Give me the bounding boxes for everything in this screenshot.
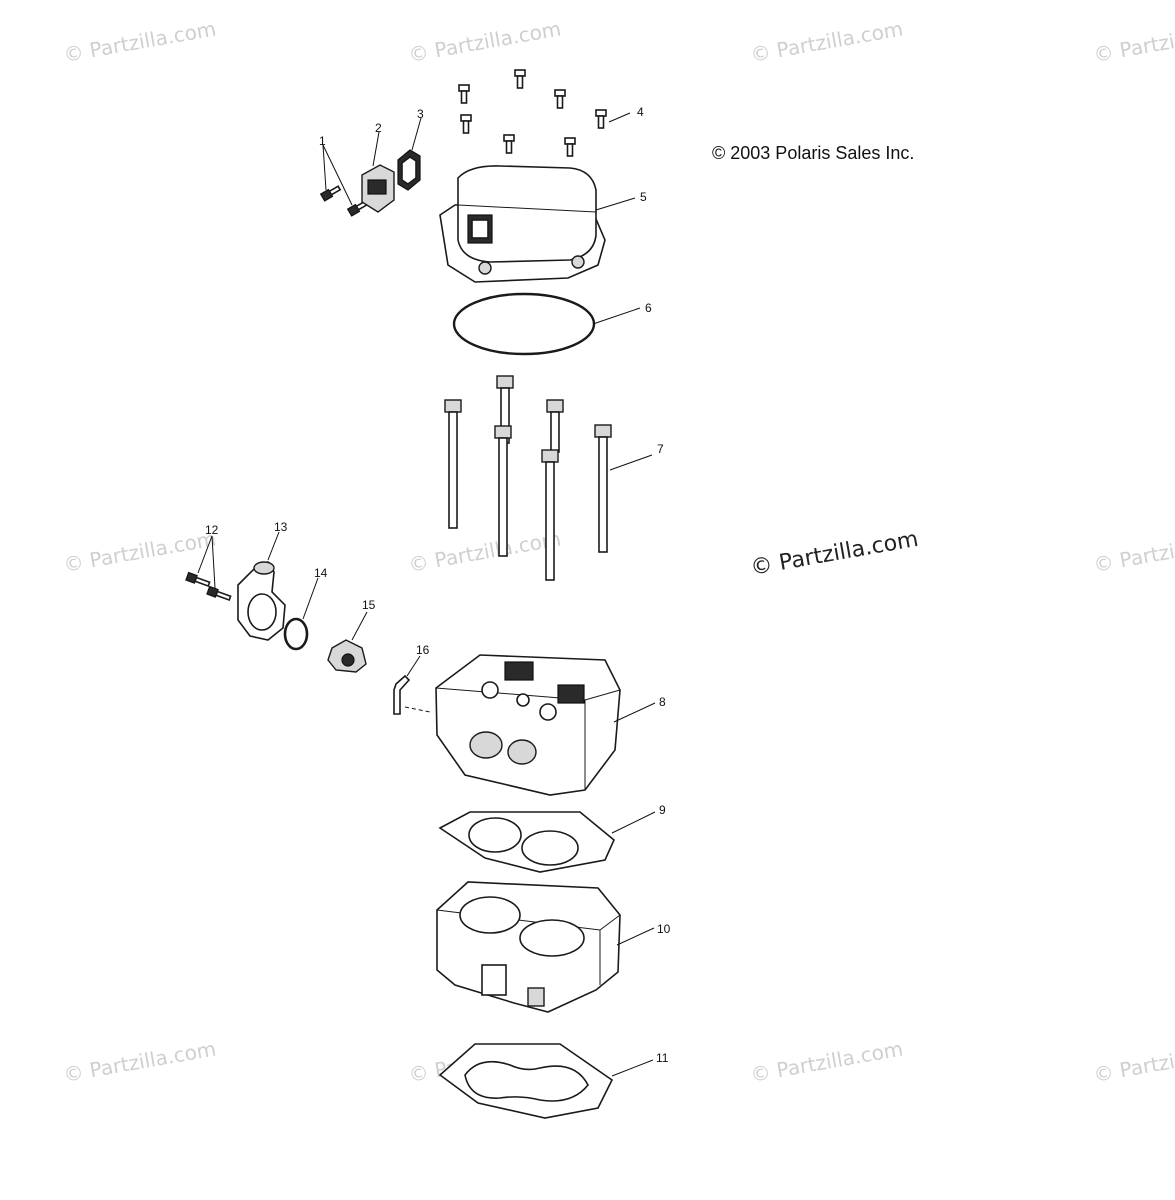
- watermark: © Partzilla.com: [407, 526, 563, 576]
- part-4-valve-cover-bolts: [458, 69, 631, 157]
- callout-8: 8: [659, 695, 666, 709]
- watermark: © Partzilla.com: [62, 526, 218, 576]
- watermark: © Partzilla.com: [749, 1036, 905, 1086]
- callout-2: 2: [375, 121, 382, 135]
- part-12-15-thermostat-assembly: [185, 531, 368, 673]
- callout-labels: 1 2 3 4 5 6 7 8 9 10 11 12 13 14 15 16: [205, 105, 671, 1065]
- callout-7: 7: [657, 442, 664, 456]
- part-7-cylinder-head-bolts: [444, 375, 653, 581]
- part-1-2-3-breather-assembly: [319, 117, 422, 217]
- part-11-base-gasket: [438, 1043, 654, 1119]
- part-5-valve-cover: [439, 165, 636, 283]
- watermark: © Partzilla.com: [62, 1036, 218, 1086]
- part-9-head-gasket: [438, 811, 656, 873]
- callout-15: 15: [362, 598, 376, 612]
- watermark: © Partzilla.com: [749, 16, 905, 66]
- center-watermark: © Partzilla.com: [749, 527, 921, 581]
- watermark: © Partzilla.com: [1092, 526, 1175, 576]
- callout-1: 1: [319, 134, 326, 148]
- part-6-valve-cover-seal: [452, 292, 641, 356]
- callout-14: 14: [314, 566, 328, 580]
- copyright-notice: © 2003 Polaris Sales Inc.: [712, 143, 914, 163]
- watermark: © Partzilla.com: [1092, 16, 1175, 66]
- watermark: © Partzilla.com: [1092, 1036, 1175, 1086]
- watermark: © Partzilla.com: [407, 16, 563, 66]
- callout-12: 12: [205, 523, 219, 537]
- callout-11: 11: [656, 1051, 669, 1065]
- callout-13: 13: [274, 520, 288, 534]
- callout-4: 4: [637, 105, 644, 119]
- callout-6: 6: [645, 301, 652, 315]
- part-10-cylinder: [436, 881, 655, 1013]
- callout-16: 16: [416, 643, 430, 657]
- callout-9: 9: [659, 803, 666, 817]
- part-16-fitting: [393, 655, 431, 715]
- watermark: © Partzilla.com: [62, 16, 218, 66]
- part-8-cylinder-head: [435, 654, 656, 796]
- callout-10: 10: [657, 922, 671, 936]
- callout-5: 5: [640, 190, 647, 204]
- callout-3: 3: [417, 107, 424, 121]
